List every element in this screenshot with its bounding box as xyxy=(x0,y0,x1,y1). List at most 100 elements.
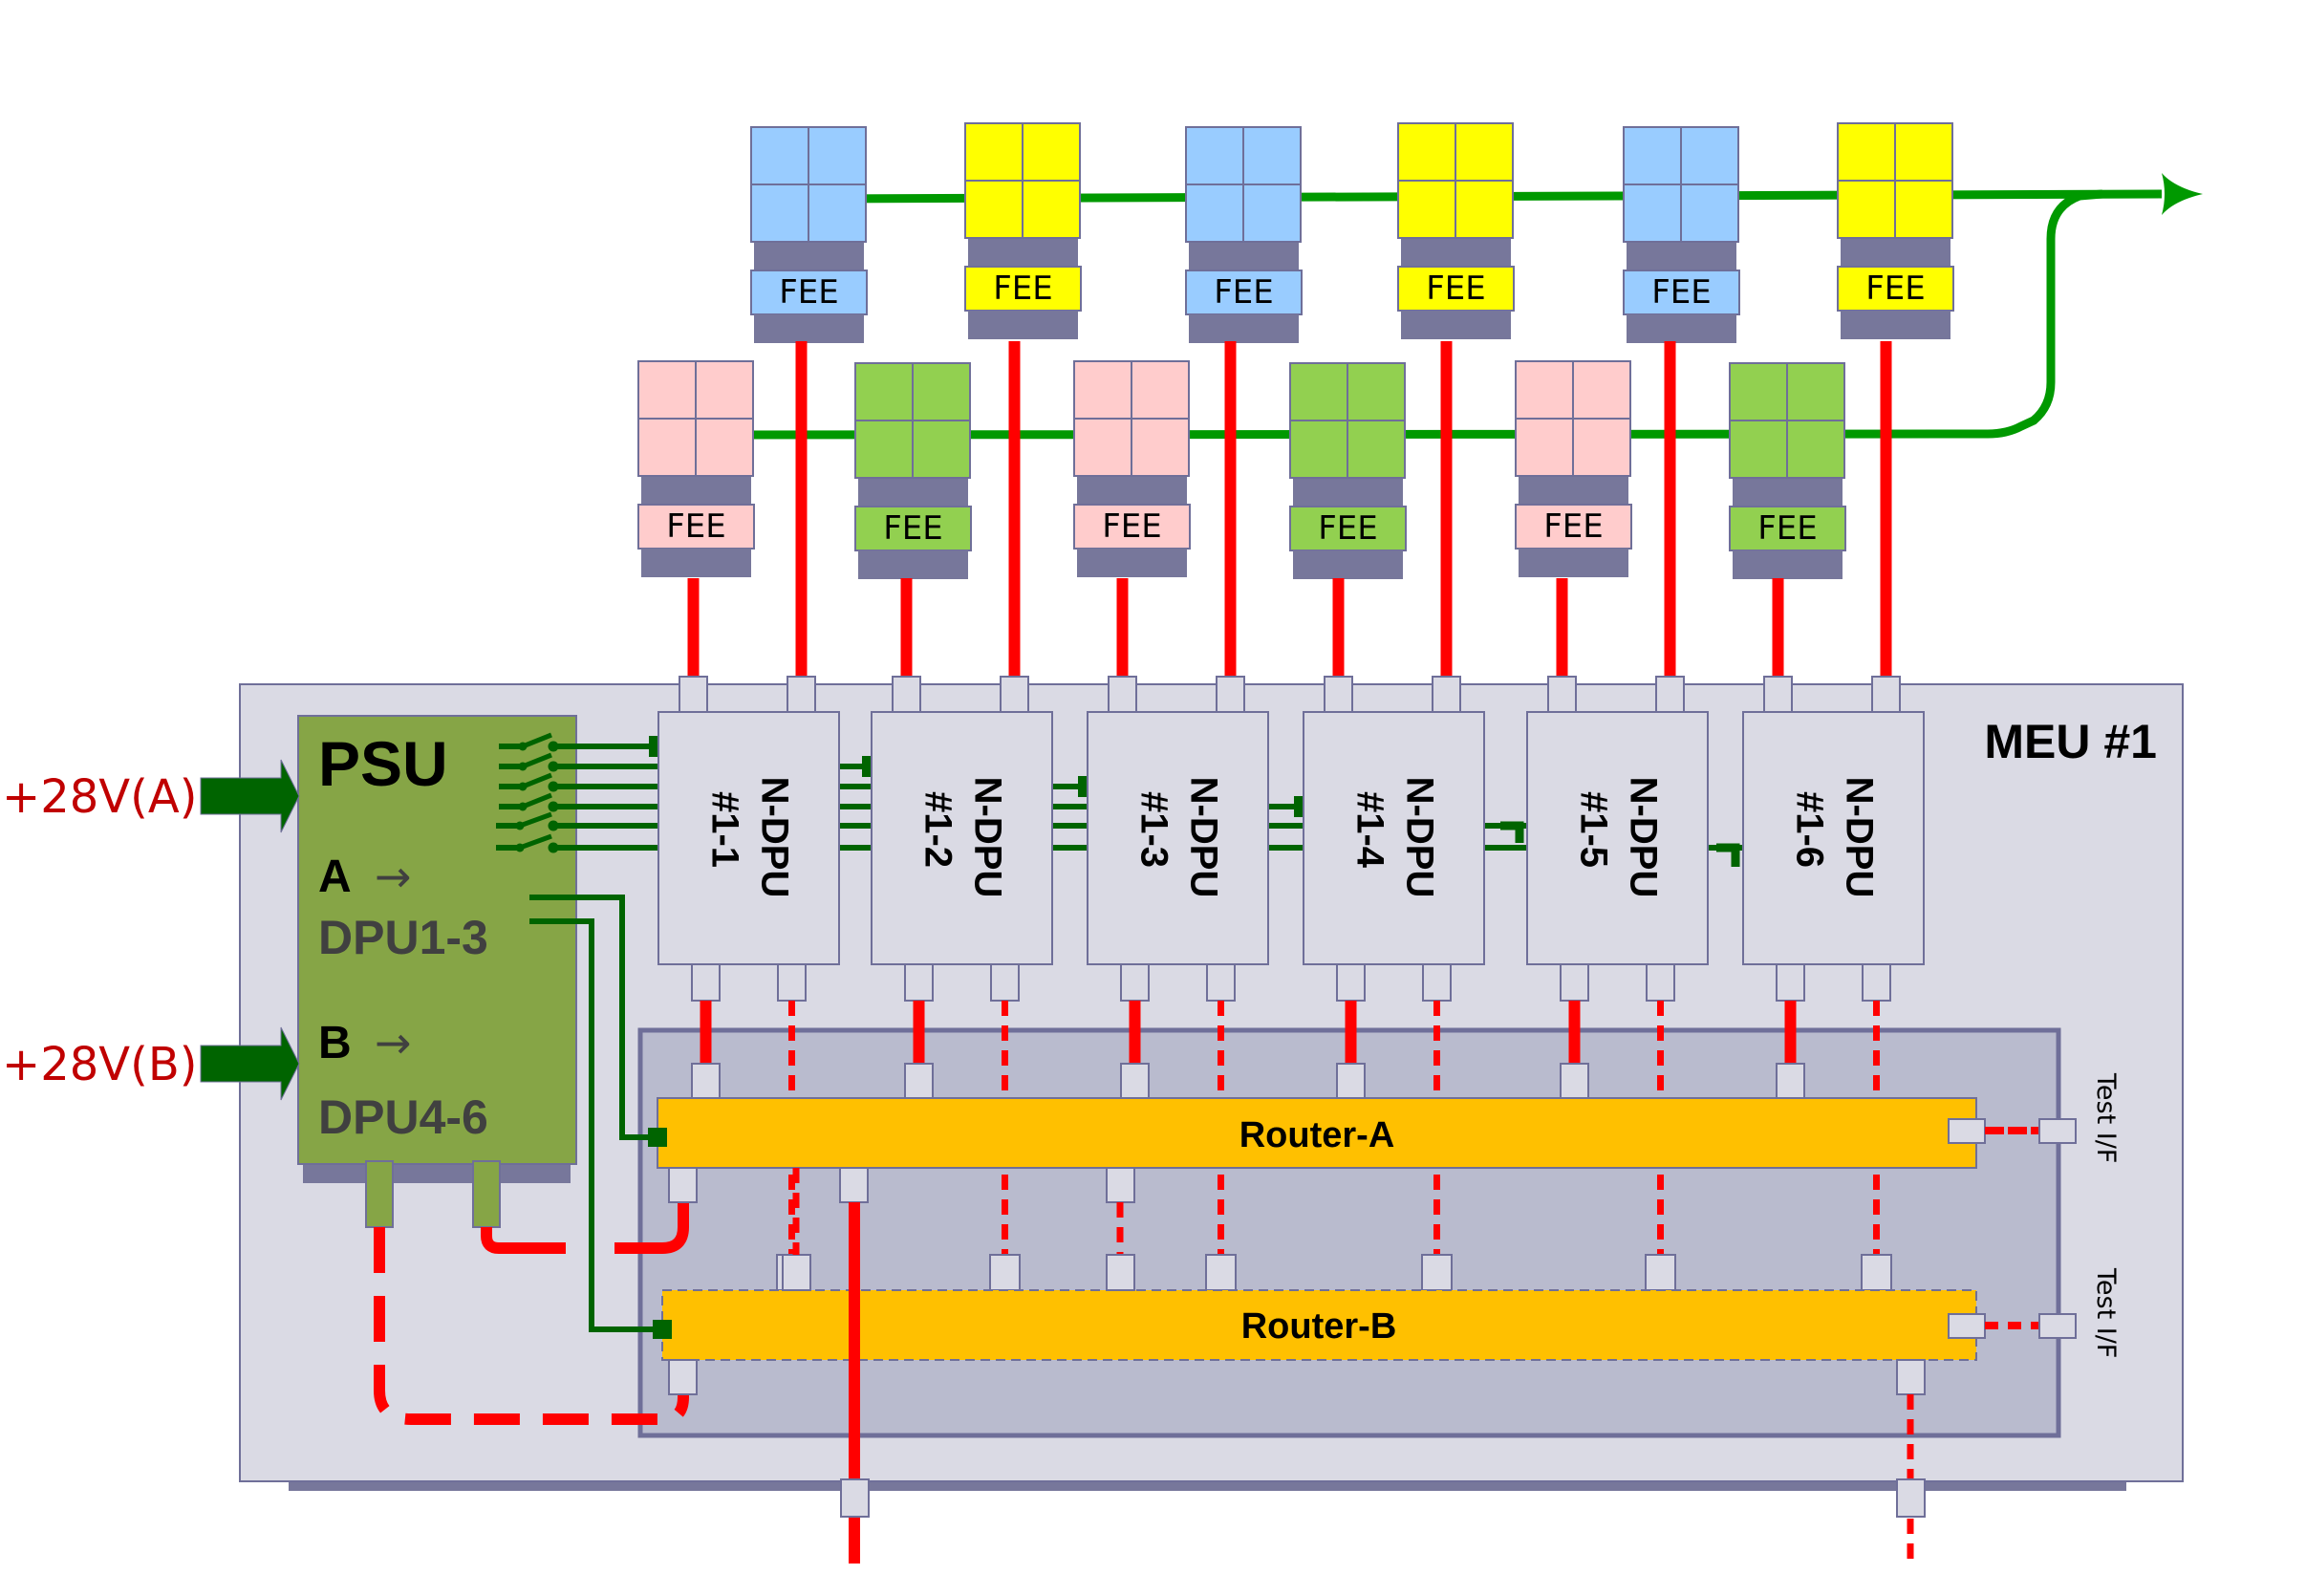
psu-link-router-b xyxy=(374,1227,689,1425)
router-b-top-connector xyxy=(1861,1254,1892,1291)
router-a-box xyxy=(657,1097,1977,1169)
dpu-bottom-connector xyxy=(1422,963,1452,1002)
fee-base xyxy=(1841,311,1950,339)
detector-cell xyxy=(1572,360,1631,420)
detector-cell xyxy=(1397,180,1456,239)
fee-label-box xyxy=(1837,266,1954,312)
dpu-id: #1-1 xyxy=(704,791,746,868)
fee-unit-lower-5: FEE xyxy=(1515,360,1632,577)
fee-label: FEE xyxy=(1865,270,1926,308)
detector-cell xyxy=(1680,126,1739,185)
dpu-box xyxy=(1303,711,1485,965)
dpu-top-connector xyxy=(1000,676,1029,714)
dpu-top-connector xyxy=(1763,676,1793,714)
psu-line-b-target: DPU4-6 xyxy=(318,1090,488,1144)
router-b-top-connector xyxy=(1645,1254,1676,1291)
dpu-top-connector xyxy=(1108,676,1137,714)
fee-unit-lower-2: FEE xyxy=(854,362,972,579)
detector-cell xyxy=(1623,183,1682,243)
fee-base xyxy=(1293,550,1403,579)
router-a-power-pad xyxy=(648,1128,667,1147)
dpu-top-connector xyxy=(1871,676,1901,714)
psu-leg-right xyxy=(472,1160,501,1228)
router-b-bottom-connector-exit xyxy=(1896,1359,1926,1395)
fee-unit-upper-4: FEE xyxy=(1397,122,1515,339)
router-b-box xyxy=(661,1289,1977,1361)
detector-cell xyxy=(1022,180,1081,239)
power-input-a-label: +28V(A) xyxy=(2,770,197,824)
dpu-bottom-connector xyxy=(691,963,721,1002)
fee-base xyxy=(968,311,1078,339)
detector-cell xyxy=(912,420,971,479)
fee-label: FEE xyxy=(1214,273,1274,312)
dpu-id: #1-5 xyxy=(1573,791,1615,868)
fee-unit-lower-3: FEE xyxy=(1073,360,1191,577)
fee-spacer xyxy=(1077,477,1187,504)
fee-base xyxy=(1627,314,1736,343)
test-if-label-b: Test I/F xyxy=(2091,1267,2121,1358)
detector-cell xyxy=(1572,418,1631,477)
detector-cell xyxy=(1289,420,1348,479)
fee-label: FEE xyxy=(1543,507,1604,546)
power-tap-icon xyxy=(649,736,658,757)
fee-label: FEE xyxy=(779,273,839,312)
detector-cell xyxy=(854,420,914,479)
psu-leg-left xyxy=(365,1160,394,1228)
router-a-external-connector xyxy=(840,1478,870,1518)
router-b-label: Router-B xyxy=(1241,1306,1397,1347)
dpu-name: N-DPU xyxy=(1183,777,1225,898)
power-line-router-a xyxy=(529,895,654,1140)
fee-base xyxy=(858,550,968,579)
router-b-top-connector xyxy=(1205,1254,1237,1291)
detector-cell xyxy=(1397,122,1456,182)
psu-switch-3-icon xyxy=(499,772,559,792)
dpu-box xyxy=(1526,711,1709,965)
fee-label: FEE xyxy=(1426,270,1486,308)
dpu-6: N-DPU#1-6 xyxy=(1742,676,1925,1291)
detector-cell xyxy=(1786,362,1845,421)
psu-line-a-arrow-icon: → xyxy=(375,851,412,902)
psu-box xyxy=(297,715,577,1165)
meu-title: MEU #1 xyxy=(1984,715,2157,768)
detector-cell xyxy=(1515,360,1574,420)
dpu-box xyxy=(871,711,1053,965)
fee-base xyxy=(1077,549,1187,577)
fee-label: FEE xyxy=(993,270,1053,308)
detector-cell xyxy=(1729,420,1788,479)
detector-cell xyxy=(964,180,1024,239)
fee-unit-upper-5: FEE xyxy=(1623,126,1740,343)
dpu-box xyxy=(1087,711,1269,965)
dpu-2: N-DPU#1-2 xyxy=(871,676,1053,1291)
dpu-top-connector xyxy=(1655,676,1685,714)
detector-cell xyxy=(1729,362,1788,421)
router-b-top-connector xyxy=(989,1254,1021,1291)
fee-spacer xyxy=(1733,479,1843,506)
dpu-name: N-DPU xyxy=(967,777,1009,898)
fee-label: FEE xyxy=(1757,509,1818,548)
detector-cell xyxy=(1242,126,1302,185)
router-b-top-connector-extra xyxy=(782,1254,811,1291)
detector-cell xyxy=(1242,183,1302,243)
detector-cell xyxy=(1455,180,1514,239)
router-a-label: Router-A xyxy=(1239,1115,1395,1155)
fee-spacer xyxy=(754,243,864,270)
fee-label-box xyxy=(1623,270,1740,315)
dpu-id: #1-6 xyxy=(1789,791,1831,868)
router-b-top-connector-cross xyxy=(1106,1254,1135,1291)
router-b-external-connector xyxy=(1896,1478,1926,1518)
fee-label-box xyxy=(637,504,755,550)
router-a-top-connector xyxy=(1776,1063,1805,1100)
fee-spacer xyxy=(1627,243,1736,270)
fee-base xyxy=(1189,314,1299,343)
sync-line-lower xyxy=(697,189,2103,440)
dpu-bottom-connector xyxy=(1336,963,1366,1002)
detector-cell xyxy=(1289,362,1348,421)
dpu-id: #1-3 xyxy=(1133,791,1175,868)
dpu-bottom-connector xyxy=(990,963,1020,1002)
psu-switch-4-icon xyxy=(499,792,559,812)
dpu-name: N-DPU xyxy=(1623,777,1665,898)
detector-cell xyxy=(1894,122,1953,182)
